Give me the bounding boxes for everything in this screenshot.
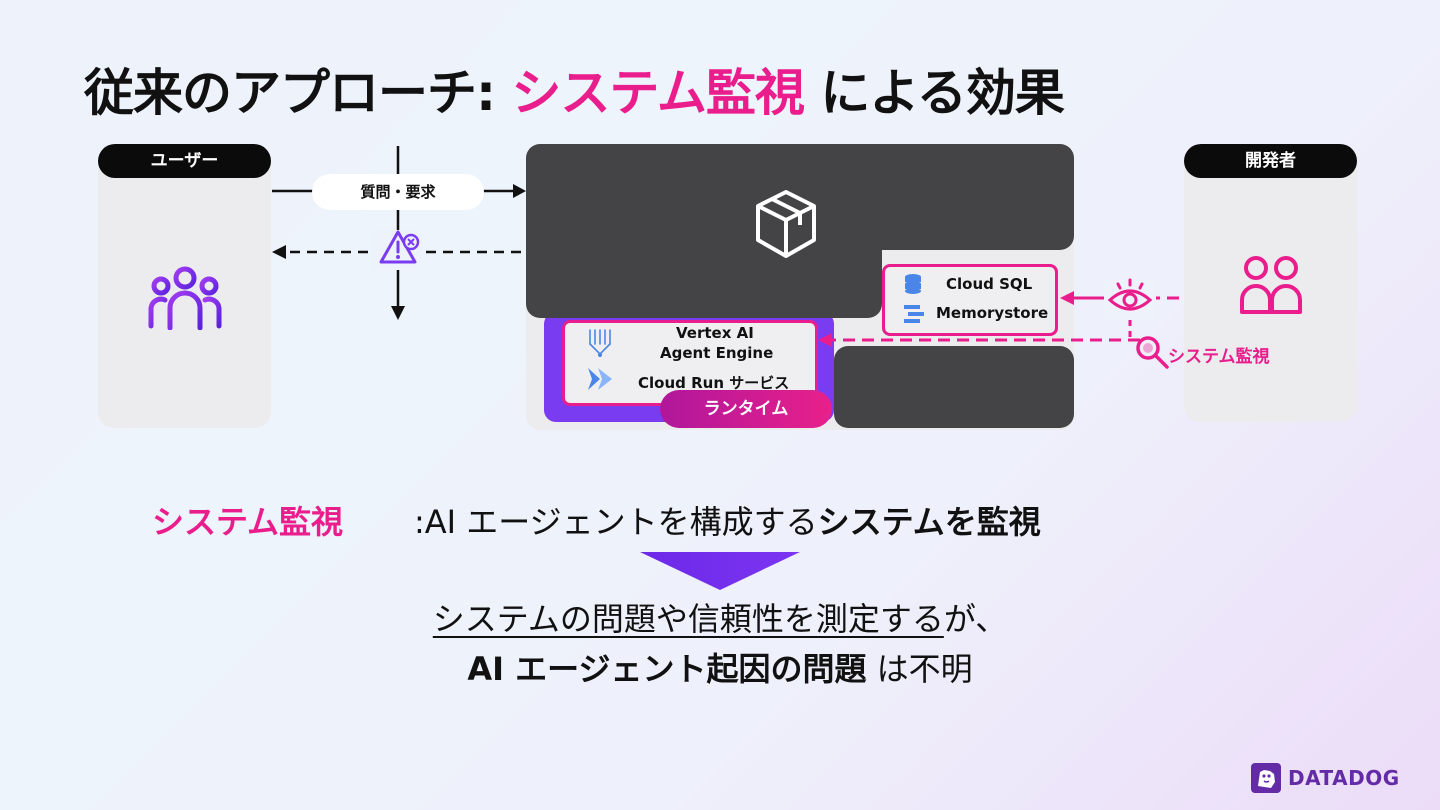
developer-panel: [1184, 146, 1357, 422]
alert-icon: [379, 230, 420, 264]
title-prefix: 従来のアプローチ:: [84, 64, 512, 122]
users-icon: [148, 266, 222, 330]
magnifier-icon: [1136, 336, 1169, 369]
description-plain: :AI エージェントを構成する: [414, 503, 818, 541]
datadog-logo: DATADOG: [1250, 760, 1400, 796]
datadog-wordmark: DATADOG: [1288, 766, 1400, 790]
datadog-dog-icon: [1251, 763, 1281, 793]
user-label: ユーザー: [98, 144, 271, 178]
page-title: 従来のアプローチ: システム監視 による効果: [84, 58, 1065, 128]
other-services-block: [834, 346, 1074, 428]
result2-tail: は不明: [866, 650, 973, 688]
cloud-sql-icon: [905, 274, 921, 294]
request-label: 質問・要求: [312, 174, 484, 210]
result-line-2: AI エージェント起因の問題 は不明: [0, 646, 1440, 692]
cloud-run-label: Cloud Run サービス: [638, 374, 790, 392]
result-bold: AI エージェント起因の問題: [467, 650, 867, 688]
result-line-1: システムの問題や信頼性を測定するが、: [0, 596, 1440, 642]
cloud-sql-label: Cloud SQL: [946, 275, 1033, 293]
down-arrow-icon: [640, 552, 800, 590]
vertex-ai-icon: [589, 329, 611, 357]
cloud-run-icon: [588, 368, 612, 390]
memorystore-label: Memorystore: [936, 304, 1049, 322]
developer-label: 開発者: [1184, 144, 1357, 178]
runtime-label: ランタイム: [660, 390, 832, 428]
monitoring-arrows: [818, 291, 1184, 347]
title-suffix: による効果: [803, 64, 1065, 122]
agent-engine-label: Agent Engine: [660, 344, 774, 362]
title-highlight: システム監視: [511, 64, 804, 122]
eye-icon-bg: [1104, 280, 1156, 320]
system-monitoring-label: システム監視: [1168, 347, 1270, 367]
result-underlined: システムの問題や信頼性を測定する: [432, 600, 944, 638]
system-monitoring-term: システム監視: [152, 503, 344, 541]
system-monitoring-description: :AI エージェントを構成するシステムを監視: [414, 500, 1041, 544]
memorystore-icon: [904, 305, 924, 323]
package-icon: [756, 190, 816, 258]
developers-icon: [1240, 256, 1302, 314]
vertex-ai-label: Vertex AI: [676, 324, 754, 342]
agent-app-block-lower: [526, 200, 882, 318]
result-tail: が、: [943, 600, 1008, 638]
eye-icon: [1107, 278, 1153, 311]
description-bold: システムを監視: [817, 503, 1041, 541]
